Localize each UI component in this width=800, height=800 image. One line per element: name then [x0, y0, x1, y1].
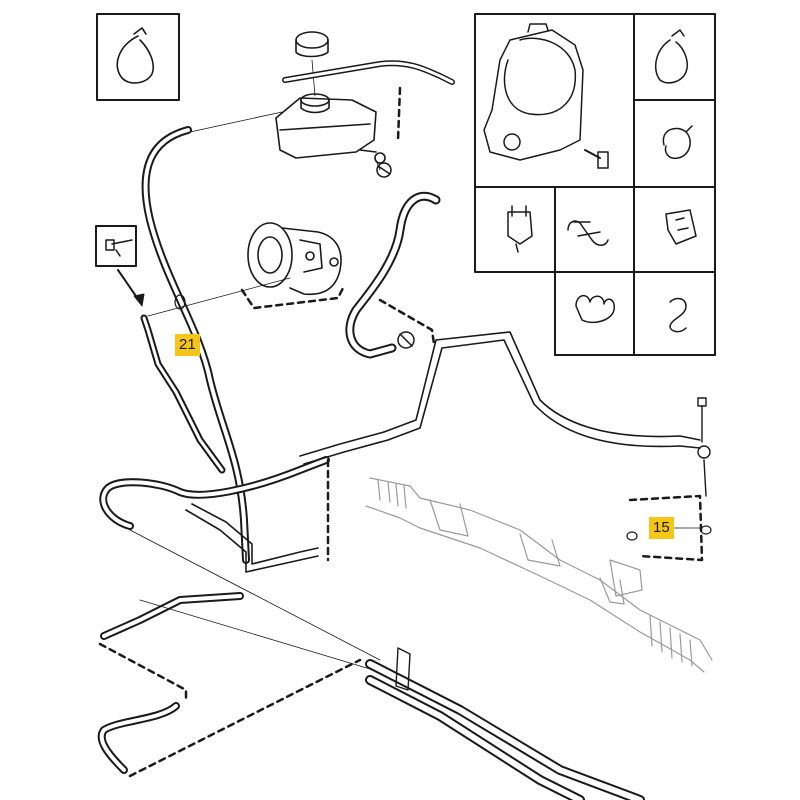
- hose-clip-icon[interactable]: [376, 162, 392, 178]
- part-callout-21[interactable]: 21: [175, 334, 200, 356]
- bolt-icon[interactable]: [697, 397, 711, 497]
- steering-rack-icon[interactable]: [365, 477, 713, 673]
- cooler-dashed-link: [128, 658, 362, 778]
- pump-outlet-hose: [345, 191, 441, 359]
- fluid-reservoir-icon[interactable]: [275, 93, 386, 164]
- bracket-icon: [483, 23, 609, 169]
- hose-clip-icon: [669, 297, 687, 333]
- cooler-pipes: [365, 647, 645, 800]
- lower-dashed-link: [98, 642, 188, 702]
- hose-clip-icon: [575, 294, 615, 324]
- reservoir-dashed-link: [396, 86, 402, 142]
- cable-tie-inset[interactable]: [96, 13, 180, 101]
- cable-tie-icon: [116, 27, 155, 84]
- o-ring-icon: [626, 525, 712, 541]
- bolt-icon: [105, 239, 133, 257]
- hose-clip-icon: [662, 125, 693, 160]
- cable-tie-icon: [654, 29, 688, 84]
- pump-outlet-dashed: [378, 298, 436, 346]
- reservoir-cap-icon[interactable]: [295, 31, 329, 58]
- part-callout-15[interactable]: 15: [649, 517, 674, 539]
- o-ring-icon: [174, 294, 186, 310]
- hose-clip-icon: [507, 205, 533, 253]
- clip-parts-inset[interactable]: [474, 13, 716, 356]
- hose-clip-icon: [567, 220, 609, 246]
- hose-clip-icon: [665, 209, 697, 245]
- pump-dashed-link: [240, 284, 346, 310]
- power-steering-pump-icon[interactable]: [247, 222, 342, 296]
- bolt-inset[interactable]: [95, 225, 137, 267]
- steel-pipes: [185, 331, 701, 573]
- bolt-arrow-head: [133, 293, 145, 307]
- hose-clip-icon[interactable]: [397, 331, 415, 349]
